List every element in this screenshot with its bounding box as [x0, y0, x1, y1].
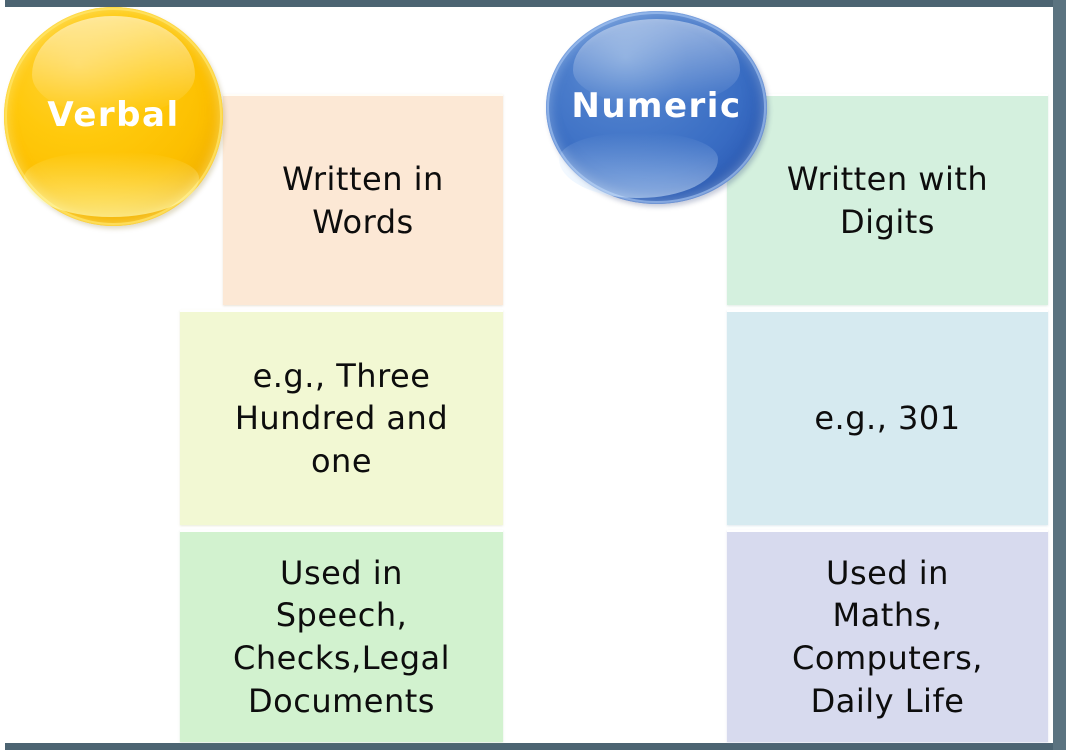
frame-right-border [1053, 0, 1066, 750]
circle-bottom-gloss [559, 132, 719, 199]
verbal-badge-circle: Verbal [4, 7, 223, 226]
numeric-cell-written-with-digits: Written with Digits [727, 94, 1048, 305]
numeric-badge-circle: Numeric [546, 11, 767, 204]
numeric-cell-example: e.g., 301 [727, 310, 1048, 525]
verbal-cell-written-in-words: Written in Words [223, 94, 503, 305]
verbal-cell-usage: Used in Speech, Checks,Legal Documents [180, 530, 503, 742]
frame-bottom-border [0, 743, 1066, 750]
frame-left-border [0, 0, 5, 750]
circle-bottom-gloss [23, 151, 199, 218]
numeric-cell-usage: Used in Maths, Computers, Daily Life [727, 530, 1048, 742]
frame-top-border [0, 0, 1066, 7]
verbal-cell-example: e.g., Three Hundred and one [180, 310, 503, 525]
numeric-badge-label: Numeric [571, 85, 742, 126]
verbal-badge-label: Verbal [47, 94, 180, 135]
